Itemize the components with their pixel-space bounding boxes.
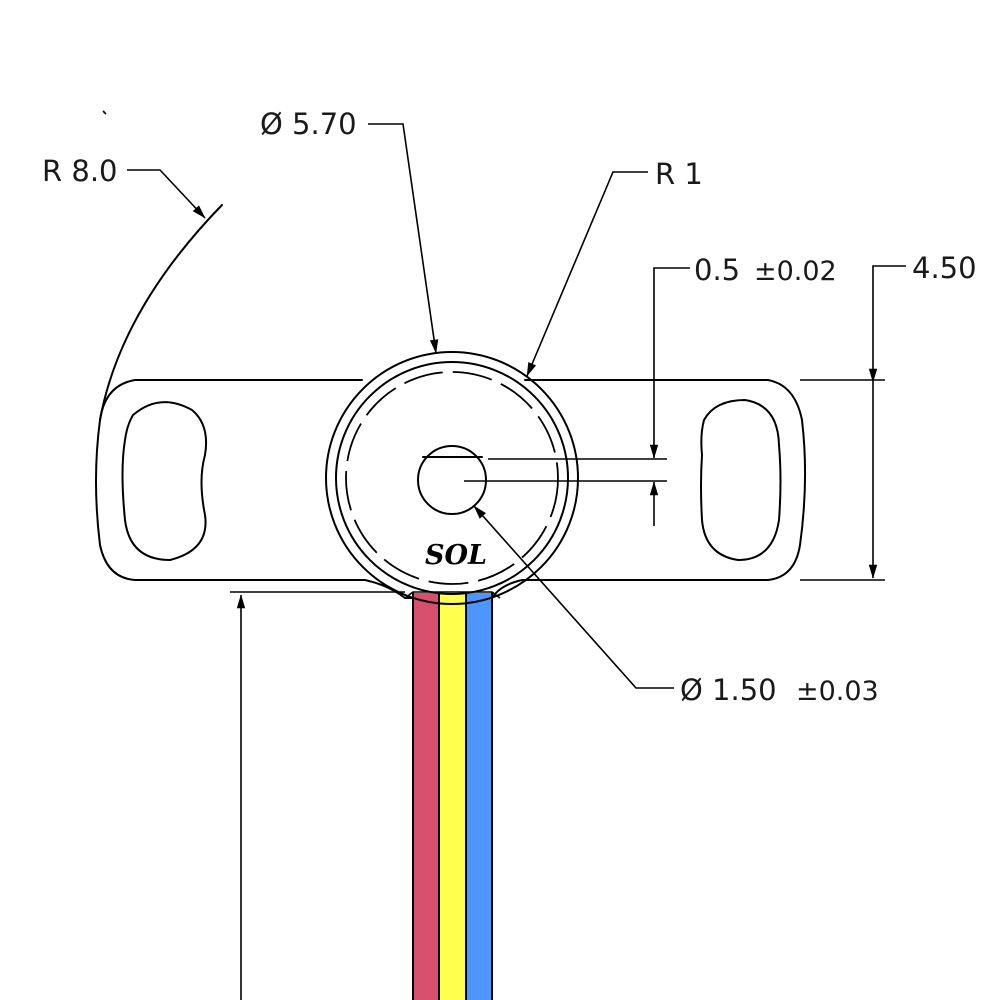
fillet-right (491, 579, 523, 599)
dim-label-diameter-570: Ø 5.70 (260, 107, 357, 141)
sensor-body (95, 204, 807, 599)
dim-outer-diameter: Ø 5.70 (260, 107, 439, 354)
dim-label-diameter-150: Ø 1.50 (680, 673, 777, 707)
radius-arc (99, 204, 223, 421)
rotor: SOL (325, 351, 579, 605)
body-right-outline (521, 379, 807, 581)
dim-label-r1: R 1 (655, 157, 703, 191)
stray-mark (102, 110, 107, 115)
dim-radius-8: R 8.0 (42, 154, 206, 219)
wire-yellow (439, 593, 466, 1000)
mounting-slot-left (121, 401, 208, 561)
dim-label-r8: R 8.0 (42, 154, 118, 188)
wire-bundle (412, 592, 493, 1000)
dim-label-450: 4.50 (912, 251, 977, 285)
dim-label-05: 0.5 (694, 253, 740, 287)
outer-housing-circle (325, 351, 579, 605)
dim-fillet-radius: R 1 (526, 157, 703, 377)
mounting-slot-right (700, 399, 782, 561)
dashed-circle (345, 371, 559, 585)
wire-red (413, 593, 439, 1000)
dim-overall-length (230, 591, 405, 1000)
shaft-circle (417, 445, 487, 515)
dim-tolerance-05: ±0.02 (754, 256, 837, 287)
dim-tolerance-150: ±0.03 (796, 676, 879, 707)
body-left-outline (95, 379, 366, 581)
dim-slot-width: 0.5 ±0.02 (464, 253, 837, 526)
wire-blue (466, 593, 492, 1000)
dim-shaft-diameter: Ø 1.50 ±0.03 (473, 505, 879, 707)
dim-body-height: 4.50 (800, 251, 977, 581)
brand-logo: SOL (425, 540, 487, 571)
inner-housing-circle (335, 361, 569, 595)
